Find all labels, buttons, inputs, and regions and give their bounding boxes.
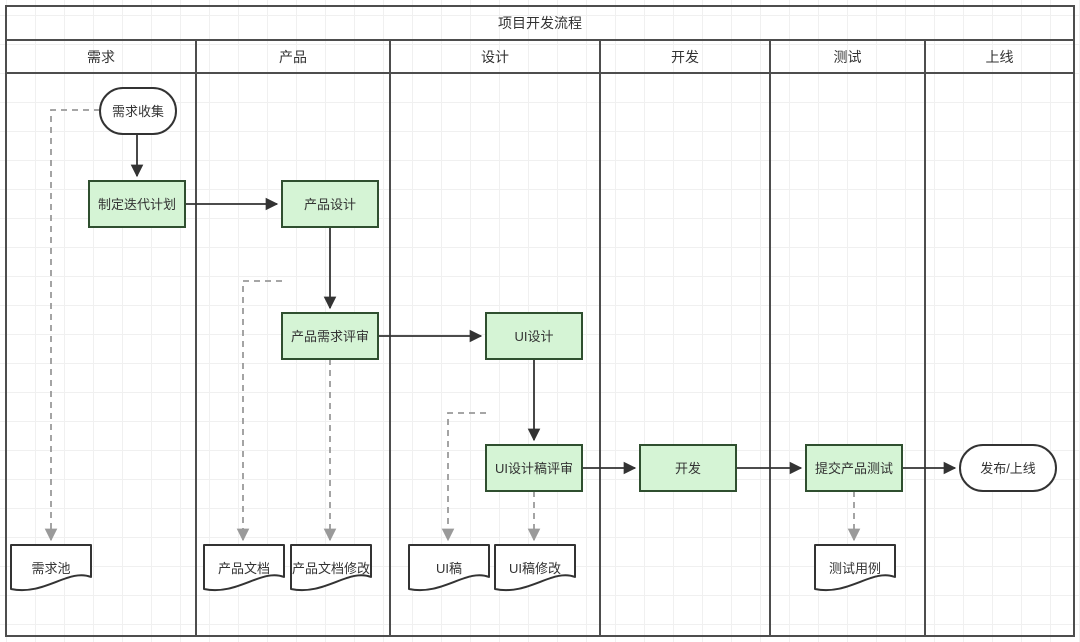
- document-shape: [203, 544, 285, 592]
- node-label-develop: 开发: [675, 461, 701, 476]
- node-iter-plan[interactable]: 制定迭代计划: [88, 180, 186, 228]
- node-label-ui-doc: UI稿: [436, 561, 462, 576]
- lane-header-3: 开发: [671, 49, 699, 65]
- node-release[interactable]: 发布/上线: [959, 444, 1057, 492]
- node-submit-test[interactable]: 提交产品测试: [805, 444, 903, 492]
- node-label-req-pool: 需求池: [31, 561, 70, 576]
- terminator-shape: [99, 87, 177, 135]
- connector-e-collect-pool: [44, 109, 100, 542]
- process-shape: [88, 180, 186, 228]
- lane-header-2: 设计: [481, 49, 509, 65]
- connector-layer: [44, 109, 957, 542]
- diagram-title: 项目开发流程: [498, 15, 582, 31]
- node-label-iter-plan: 制定迭代计划: [98, 197, 176, 212]
- document-shape: [408, 544, 490, 592]
- node-develop[interactable]: 开发: [639, 444, 737, 492]
- node-label-prod-doc-mod: 产品文档修改: [292, 561, 370, 576]
- swimlane-frame: [5, 5, 1075, 637]
- lane-header-0: 需求: [87, 49, 115, 65]
- node-label-ui-design: UI设计: [514, 329, 553, 344]
- node-test-case[interactable]: 测试用例: [814, 544, 896, 592]
- process-shape: [281, 312, 379, 360]
- node-ui-review[interactable]: UI设计稿评审: [485, 444, 583, 492]
- lane-header-1: 产品: [279, 49, 307, 65]
- node-label-prod-doc: 产品文档: [218, 561, 270, 576]
- process-shape: [485, 444, 583, 492]
- node-prod-design[interactable]: 产品设计: [281, 180, 379, 228]
- document-shape: [494, 544, 576, 592]
- node-req-pool[interactable]: 需求池: [10, 544, 92, 592]
- document-shape: [10, 544, 92, 592]
- node-prod-review[interactable]: 产品需求评审: [281, 312, 379, 360]
- terminator-shape: [959, 444, 1057, 492]
- node-ui-doc-mod[interactable]: UI稿修改: [494, 544, 576, 592]
- connector-e-uireview-uidoc: [441, 412, 486, 542]
- process-shape: [281, 180, 379, 228]
- node-label-prod-design: 产品设计: [304, 197, 356, 212]
- node-label-release: 发布/上线: [980, 461, 1036, 476]
- lane-header-5: 上线: [986, 49, 1014, 65]
- node-label-req-collect: 需求收集: [112, 104, 164, 119]
- node-prod-doc-mod[interactable]: 产品文档修改: [290, 544, 372, 592]
- node-label-ui-review: UI设计稿评审: [495, 461, 573, 476]
- node-label-prod-review: 产品需求评审: [291, 329, 369, 344]
- document-shape: [814, 544, 896, 592]
- process-shape: [805, 444, 903, 492]
- node-ui-doc[interactable]: UI稿: [408, 544, 490, 592]
- lane-header-4: 测试: [834, 49, 862, 65]
- node-ui-design[interactable]: UI设计: [485, 312, 583, 360]
- node-req-collect[interactable]: 需求收集: [99, 87, 177, 135]
- process-shape: [485, 312, 583, 360]
- node-label-test-case: 测试用例: [829, 561, 881, 576]
- lanes-frame: [5, 39, 1075, 637]
- document-shape: [290, 544, 372, 592]
- node-label-ui-doc-mod: UI稿修改: [509, 561, 561, 576]
- process-shape: [639, 444, 737, 492]
- node-prod-doc[interactable]: 产品文档: [203, 544, 285, 592]
- node-label-submit-test: 提交产品测试: [815, 461, 893, 476]
- connector-e-review-proddoc: [236, 280, 282, 542]
